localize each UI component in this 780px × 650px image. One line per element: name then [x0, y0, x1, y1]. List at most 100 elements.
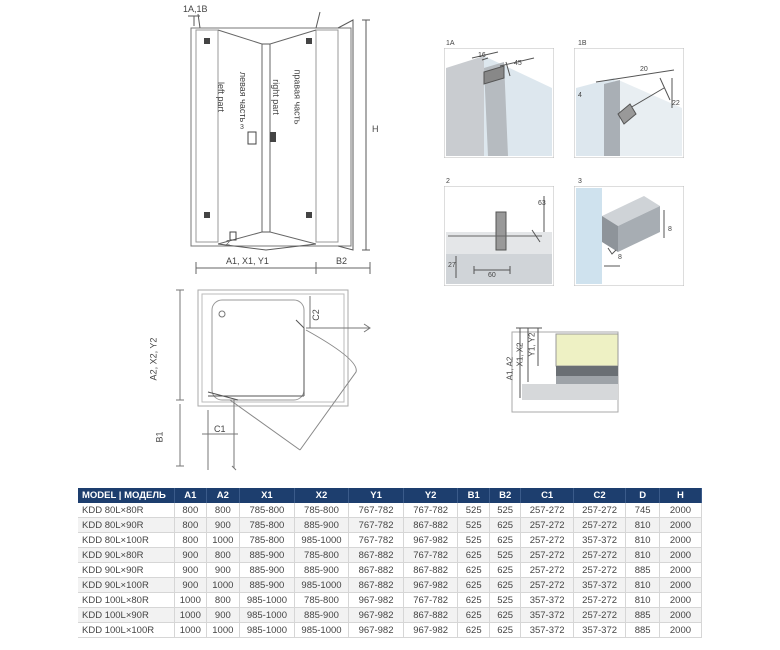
table-cell: 2000 [659, 577, 703, 593]
table-cell: 745 [625, 503, 660, 518]
left-part-label-ru: левая часть [238, 71, 249, 123]
table-cell: 900 [174, 562, 207, 578]
table-cell-model: KDD 100L×100R [78, 622, 176, 638]
table-cell-model: KDD 90L×90R [78, 562, 176, 578]
table-cell: 257-272 [573, 517, 627, 533]
table-cell: 625 [489, 562, 522, 578]
right-part-label: right part правая часть [271, 62, 306, 132]
table-cell: 985-1000 [294, 622, 350, 638]
table-cell: 867-882 [403, 562, 459, 578]
table-cell-model: KDD 80L×80R [78, 503, 176, 518]
detail-4-drawing [511, 327, 619, 413]
table-cell: 800 [206, 547, 241, 563]
table-cell: 985-1000 [239, 622, 295, 638]
table-cell: 625 [489, 607, 522, 623]
header-x1: X1 [239, 488, 295, 503]
table-cell: 800 [174, 517, 207, 533]
detail-2-drawing [444, 186, 554, 286]
header-model: MODEL | МОДЕЛЬ [78, 488, 176, 503]
detail-1b-dim3: 22 [672, 100, 680, 107]
table-cell: 525 [457, 532, 490, 548]
table-cell: 357-372 [573, 532, 627, 548]
table-cell: 525 [457, 503, 490, 518]
table-cell: 967-982 [348, 592, 404, 608]
plan-dim-vertical-label: A2, X2, Y2 [148, 338, 170, 381]
detail-1a-label: 1A [446, 40, 455, 47]
table-cell: 625 [457, 622, 490, 638]
table-cell: 257-272 [573, 592, 627, 608]
table-cell: 357-372 [573, 622, 627, 638]
table-cell: 785-800 [239, 532, 295, 548]
table-cell: 900 [174, 547, 207, 563]
table-cell: 1000 [174, 607, 207, 623]
left-part-label: left part левая часть [216, 62, 254, 132]
table-cell: 785-800 [294, 592, 350, 608]
header-b1: B1 [457, 488, 490, 503]
right-part-label-en: right part [270, 79, 281, 115]
table-cell: 900 [174, 577, 207, 593]
left-part-label-en: left part [216, 81, 227, 113]
table-cell: 767-782 [348, 503, 404, 518]
callout-2: 2 [226, 240, 230, 247]
table-cell: 625 [457, 607, 490, 623]
front-view-drawing [188, 11, 371, 274]
table-cell: 767-782 [403, 547, 459, 563]
table-cell: 785-800 [294, 547, 350, 563]
table-cell: 1000 [206, 622, 241, 638]
table-cell: 885-900 [239, 577, 295, 593]
table-cell: 810 [625, 547, 660, 563]
table-cell: 525 [489, 503, 522, 518]
table-header-row: MODEL | МОДЕЛЬ A1 A2 X1 X2 Y1 Y2 B1 B2 C… [78, 488, 703, 503]
table-cell: 867-882 [403, 607, 459, 623]
table-cell: 625 [457, 547, 490, 563]
table-cell: 1000 [174, 622, 207, 638]
table-cell: 785-800 [294, 503, 350, 518]
table-cell: 625 [489, 532, 522, 548]
spec-table: MODEL | МОДЕЛЬ A1 A2 X1 X2 Y1 Y2 B1 B2 C… [78, 488, 703, 638]
table-cell: 885-900 [294, 562, 350, 578]
table-cell: 2000 [659, 562, 703, 578]
table-cell: 1000 [206, 532, 241, 548]
header-c2: C2 [573, 488, 627, 503]
table-cell-model: KDD 80L×100R [78, 532, 176, 548]
detail-3-label: 3 [578, 178, 582, 185]
header-b2: B2 [489, 488, 522, 503]
table-cell: 800 [206, 503, 241, 518]
table-cell: 867-882 [348, 547, 404, 563]
table-cell: 810 [625, 577, 660, 593]
table-cell: 257-272 [573, 547, 627, 563]
detail-2-dim3: 60 [488, 272, 496, 279]
plan-dim-c2-text: C2 [310, 309, 321, 321]
table-cell: 985-1000 [239, 607, 295, 623]
table-cell-model: KDD 90L×80R [78, 547, 176, 563]
plan-dim-c1-label: C1 [214, 424, 226, 434]
table-cell: 625 [489, 577, 522, 593]
table-cell: 257-272 [520, 517, 574, 533]
table-cell: 257-272 [520, 562, 574, 578]
table-cell: 1000 [206, 577, 241, 593]
callout-3: 3 [240, 124, 244, 131]
detail-3-dim2: 8 [618, 254, 622, 261]
table-cell: 985-1000 [294, 577, 350, 593]
table-cell: 2000 [659, 622, 703, 638]
table-cell-model: KDD 80L×90R [78, 517, 176, 533]
detail-3-dim1: 8 [668, 226, 672, 233]
table-cell: 257-272 [573, 562, 627, 578]
table-cell: 800 [174, 503, 207, 518]
table-cell: 985-1000 [294, 532, 350, 548]
table-cell: 967-982 [348, 622, 404, 638]
table-cell: 900 [206, 607, 241, 623]
table-cell: 800 [206, 592, 241, 608]
detail-4-dim-outer-text: A1, A2 [505, 356, 515, 381]
table-cell: 767-782 [403, 503, 459, 518]
header-d: D [625, 488, 660, 503]
right-part-label-ru: правая часть [292, 69, 303, 125]
header-a2: A2 [206, 488, 241, 503]
table-cell: 785-800 [239, 517, 295, 533]
table-cell: 885-900 [239, 562, 295, 578]
detail-1b-dim2: 4 [578, 92, 582, 99]
